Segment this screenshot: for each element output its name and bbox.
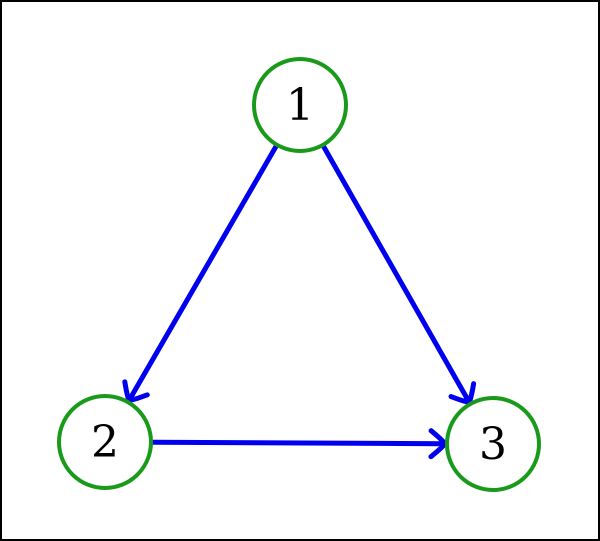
edge-line: [127, 144, 279, 402]
node-n1: 1: [252, 57, 348, 153]
edge-line: [150, 439, 446, 447]
node-circle: [252, 57, 348, 153]
node-label: 1: [286, 80, 314, 131]
edge-line: [321, 144, 471, 404]
node-n3: 3: [445, 396, 541, 492]
nodes-layer: 1 2 3: [57, 57, 541, 492]
edges-layer: [122, 144, 477, 460]
node-label: 2: [91, 417, 119, 468]
node-n2: 2: [57, 394, 153, 490]
node-circle: [445, 396, 541, 492]
node-circle: [57, 394, 153, 490]
node-label: 3: [479, 419, 507, 470]
